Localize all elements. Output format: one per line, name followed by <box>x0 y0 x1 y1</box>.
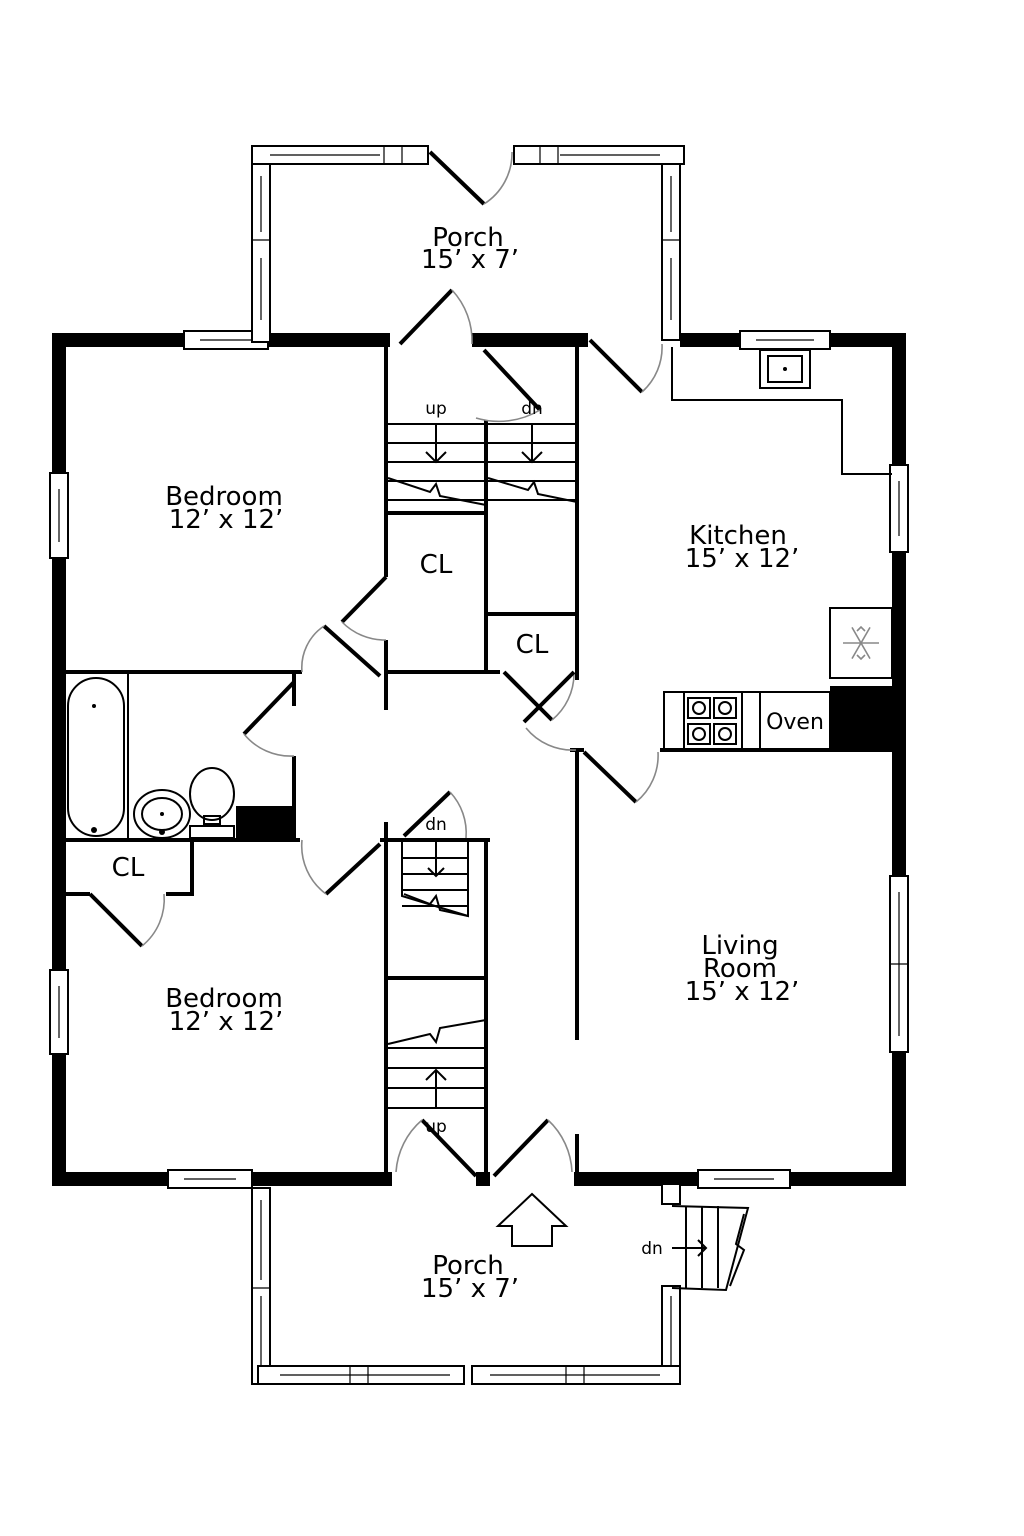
room-name-bedroom-top: Bedroom <box>165 482 283 512</box>
stair-top-up <box>386 423 487 506</box>
oven-label: Oven <box>766 710 824 735</box>
stair-label-porch-down: dn <box>641 1239 663 1259</box>
room-size-porch-bottom: 15’ x 7’ <box>421 1274 519 1304</box>
room-size-living: 15’ x 12’ <box>685 977 800 1007</box>
entry-arrow-icon <box>495 1192 569 1247</box>
stair-top-down <box>486 423 578 503</box>
exterior-walls <box>52 333 906 1186</box>
closet-label-2: CL <box>516 630 549 660</box>
room-size-bedroom-bottom: 12’ x 12’ <box>169 1007 284 1037</box>
stairs <box>386 423 750 1292</box>
stair-bottom-up <box>386 1019 487 1109</box>
room-name-living-1: Living <box>701 931 778 961</box>
stair-label-bottom-up: up <box>425 1117 447 1137</box>
room-size-bedroom-top: 12’ x 12’ <box>169 505 284 535</box>
room-name-living-2: Room <box>703 954 777 984</box>
sink-bath <box>133 789 191 839</box>
bathtub <box>67 677 125 837</box>
room-name-bedroom-bottom: Bedroom <box>165 984 283 1014</box>
snowflake-icon <box>843 625 879 661</box>
toilet <box>189 767 235 839</box>
room-size-porch-top: 15’ x 7’ <box>421 245 519 275</box>
closet-label-1: CL <box>420 550 453 580</box>
labels: Porch 15’ x 7’ Bedroom 12’ x 12’ Kitchen… <box>112 223 824 1304</box>
room-size-kitchen: 15’ x 12’ <box>685 544 800 574</box>
interior-walls <box>66 347 892 1172</box>
kitchen-sink <box>759 349 811 389</box>
doors <box>88 150 663 1178</box>
stair-mid-down <box>401 842 469 918</box>
room-name-porch-top: Porch <box>432 223 504 253</box>
stair-label-top-down: dn <box>521 399 543 419</box>
bottom-porch-walls <box>251 1183 681 1385</box>
stair-label-top-up: up <box>425 399 447 419</box>
exterior-windows <box>49 330 909 1189</box>
top-porch-walls <box>251 145 685 343</box>
stair-label-mid-down: dn <box>425 815 447 835</box>
stove <box>663 691 831 751</box>
room-name-kitchen: Kitchen <box>689 521 787 551</box>
closet-label-3: CL <box>112 853 145 883</box>
refrigerator <box>829 607 893 679</box>
room-name-porch-bottom: Porch <box>432 1251 504 1281</box>
stair-porch-down <box>671 1205 750 1292</box>
